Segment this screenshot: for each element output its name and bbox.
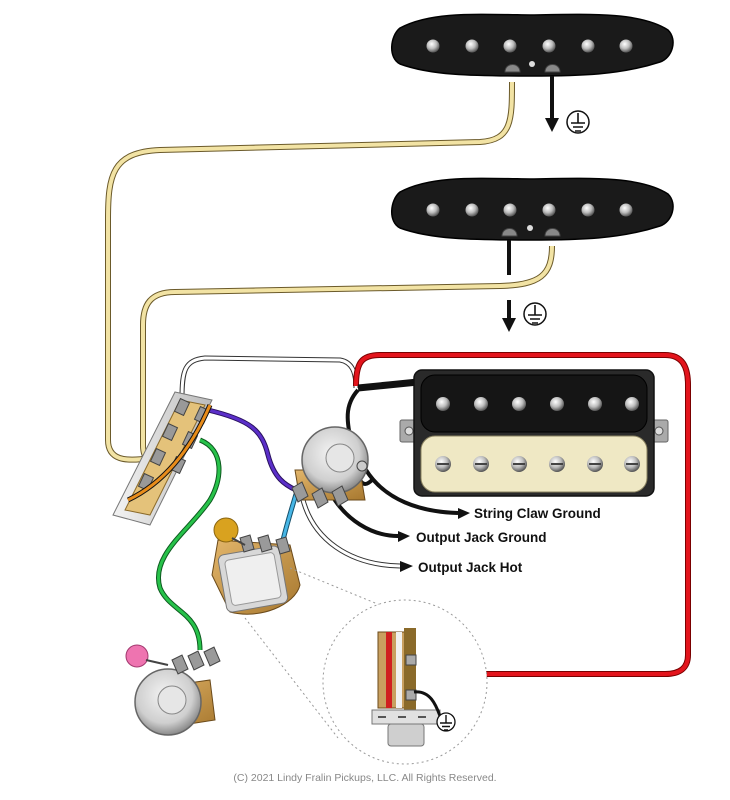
tone-pot-1 xyxy=(211,517,301,615)
arrow-icon xyxy=(545,118,559,132)
white-wire-switch xyxy=(179,355,359,399)
five-way-switch xyxy=(112,391,213,526)
pole-pieces xyxy=(426,39,633,53)
red-wire xyxy=(353,352,691,677)
arrow-icon xyxy=(398,531,410,542)
tone-pot-2 xyxy=(125,644,221,736)
capacitor xyxy=(213,517,239,543)
output-jack xyxy=(371,628,442,747)
humbucker-pickup xyxy=(399,369,669,497)
ground-icon xyxy=(523,302,547,326)
black-wire-claw-ground xyxy=(364,468,470,519)
blue-wire xyxy=(280,493,299,541)
capacitor xyxy=(125,644,149,668)
screw-poles xyxy=(435,456,640,472)
purple-wire xyxy=(207,407,298,493)
green-wire xyxy=(155,437,222,651)
neck-pickup xyxy=(391,13,674,132)
volume-pot xyxy=(291,426,369,509)
pole-pieces xyxy=(426,203,633,217)
output-jack-ground-label: Output Jack Ground xyxy=(416,530,547,545)
yellow-wire-neck xyxy=(105,81,515,463)
white-wire-jack-hot xyxy=(299,495,413,572)
arrow-icon xyxy=(400,561,413,572)
ground-icon xyxy=(436,712,456,732)
pole-pieces xyxy=(436,397,639,411)
ground-icon xyxy=(566,110,590,134)
pot-lugs xyxy=(171,646,221,675)
arrow-icon xyxy=(502,318,516,332)
middle-pickup xyxy=(391,177,674,332)
string-claw-ground-label: String Claw Ground xyxy=(474,506,601,521)
pot-lugs xyxy=(291,481,349,509)
copyright-text: (C) 2021 Lindy Fralin Pickups, LLC. All … xyxy=(233,772,496,784)
arrow-icon xyxy=(458,508,470,519)
output-jack-hot-label: Output Jack Hot xyxy=(418,560,523,575)
pot-lugs xyxy=(239,534,291,555)
